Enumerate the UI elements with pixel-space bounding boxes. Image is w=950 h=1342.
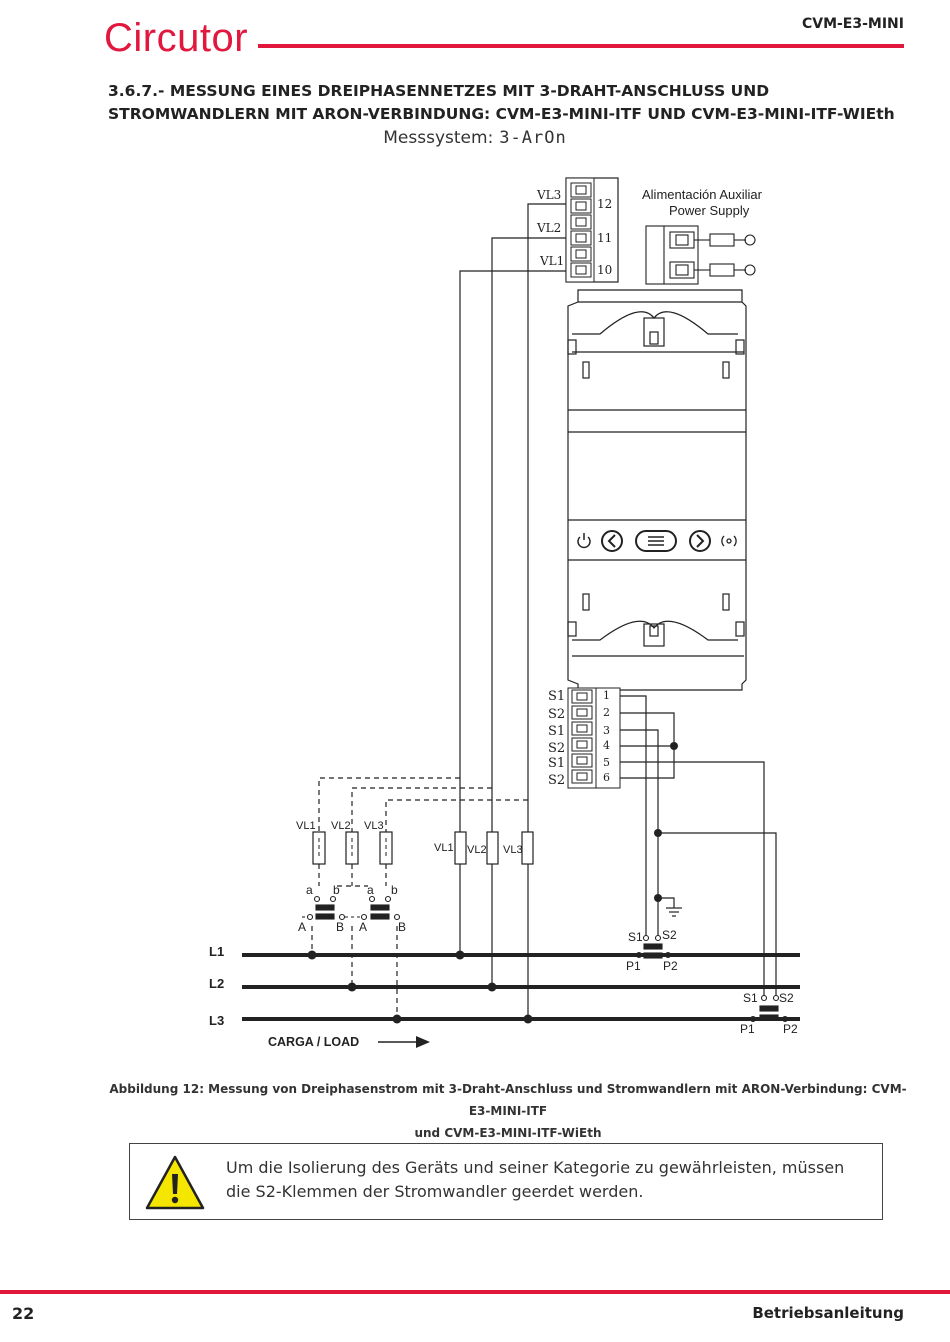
warning-icon: [145, 1155, 205, 1210]
ct1-p1-label: P1: [626, 959, 641, 973]
ct-terminal-number-5: 5: [603, 756, 610, 769]
right-arrow-icon: [689, 530, 711, 552]
line-label-l1: L1: [209, 944, 224, 959]
ct-terminal-label-5: S1: [548, 756, 565, 771]
vt1-A-label: A: [298, 920, 306, 934]
wireless-icon: [721, 535, 737, 547]
vt1-B-label: B: [336, 920, 344, 934]
device-buttons: [577, 530, 737, 552]
voltage-transformers: [306, 895, 401, 921]
ct-terminal-number-6: 6: [603, 771, 610, 784]
power-supply-terminal: [645, 225, 756, 285]
messsystem-code: 3-ArOn: [499, 128, 567, 148]
device-code: CVM-E3-MINI: [801, 16, 904, 32]
terminal-number-10: 10: [597, 263, 612, 277]
vt2-b-label: b: [391, 883, 398, 897]
load-label: CARGA / LOAD: [268, 1035, 359, 1049]
fuse-left-label-vl1: VL1: [296, 820, 316, 832]
messsystem-line: Messsystem:3-ArOn: [0, 128, 950, 148]
ct-terminal-label-1: S1: [548, 689, 565, 704]
ct1-s1-label: S1: [628, 930, 643, 944]
fuse-right-label-vl2: VL2: [467, 844, 487, 856]
fuse-right-label-vl3: VL3: [503, 844, 523, 856]
ct-terminal-number-1: 1: [603, 689, 610, 702]
header-divider: [258, 44, 904, 48]
vt2-a-label: a: [367, 883, 374, 897]
footer-divider: [0, 1290, 950, 1294]
supply-label-en: Power Supply: [669, 203, 750, 218]
warning-box: Um die Isolierung des Geräts und seiner …: [129, 1143, 883, 1220]
vt1-a-label: a: [306, 883, 313, 897]
caption-line-1: Abbildung 12: Messung von Dreiphasenstro…: [109, 1082, 907, 1118]
ct2-s1-label: S1: [743, 991, 758, 1005]
section-title: 3.6.7.- MESSUNG EINES DREIPHASENNETZES M…: [108, 82, 895, 123]
caption-line-2: und CVM-E3-MINI-ITF-WiEth: [414, 1126, 602, 1140]
power-icon: [577, 533, 591, 549]
line-label-l2: L2: [209, 976, 224, 991]
supply-label: Alimentación Auxiliar: [642, 187, 763, 202]
terminal-number-11: 11: [597, 231, 612, 245]
terminal-number-12: 12: [597, 197, 612, 211]
messsystem-label: Messsystem:: [383, 128, 494, 148]
fuse-right-label-vl1: VL1: [434, 842, 454, 854]
ct2-p2-label: P2: [783, 1022, 798, 1036]
vt-dashed-wiring: [311, 777, 528, 1019]
left-arrow-icon: [601, 530, 623, 552]
line-label-l3: L3: [209, 1013, 224, 1028]
fuses-left: [312, 831, 393, 865]
ct1-s2-label: S2: [662, 928, 677, 942]
junction-dots: [307, 742, 678, 1024]
ct-terminal-number-4: 4: [603, 739, 610, 752]
footer-title: Betriebsanleitung: [752, 1304, 904, 1322]
fuse-left-label-vl2: VL2: [331, 820, 351, 832]
brand-logo: Circutor: [104, 16, 249, 60]
ct2-p1-label: P1: [740, 1022, 755, 1036]
ct-terminal-number-2: 2: [603, 706, 610, 719]
ct-terminal-label-2: S2: [548, 707, 565, 722]
terminal-label-vl1: VL1: [539, 254, 564, 268]
terminal-label-vl2: VL2: [536, 221, 561, 235]
menu-icon: [635, 530, 677, 552]
load-arrow-icon: [378, 1036, 430, 1048]
power-lines: [242, 953, 800, 1021]
vt2-A-label: A: [359, 920, 367, 934]
warning-text: Um die Isolierung des Geräts und seiner …: [226, 1158, 845, 1201]
ct-terminal-label-3: S1: [548, 724, 565, 739]
current-wiring: [620, 695, 777, 998]
ct-terminal-number-3: 3: [603, 724, 610, 737]
vt1-b-label: b: [333, 883, 340, 897]
figure-caption: Abbildung 12: Messung von Dreiphasenstro…: [108, 1078, 908, 1144]
voltage-terminal-block: [565, 177, 619, 283]
fuse-left-label-vl3: VL3: [364, 820, 384, 832]
voltage-wiring: [454, 203, 566, 1019]
ct1-p2-label: P2: [663, 959, 678, 973]
ct-terminal-label-4: S2: [548, 741, 565, 756]
meter-device: [567, 289, 747, 691]
page-number: 22: [12, 1304, 35, 1323]
current-terminal-block: [567, 687, 621, 789]
vt2-B-label: B: [398, 920, 406, 934]
ct-terminal-label-6: S2: [548, 773, 565, 788]
terminal-label-vl3: VL3: [536, 188, 561, 202]
ct2-s2-label: S2: [779, 991, 794, 1005]
